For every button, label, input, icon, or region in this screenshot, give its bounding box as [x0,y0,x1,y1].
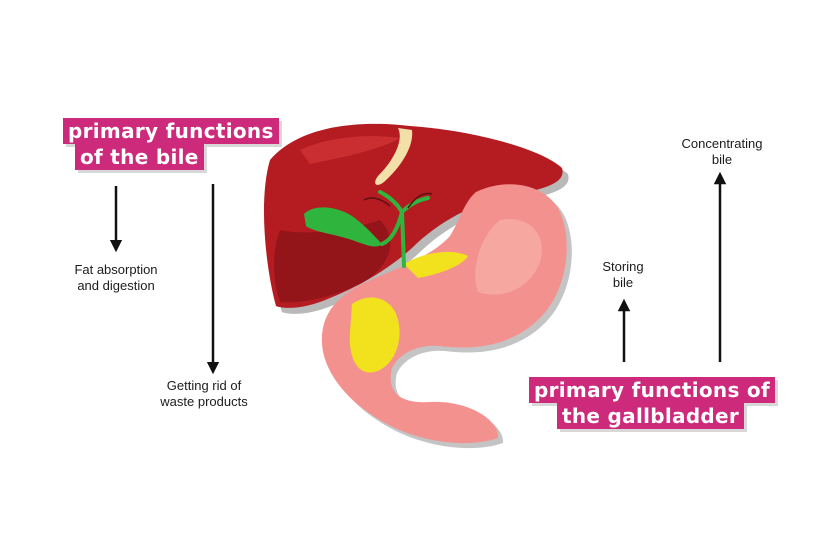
heading-bile-line1: primary functions [63,118,279,144]
heading-gallbladder-functions: primary functions of the gallbladder [529,377,775,429]
label-storing-line1: Storing [602,259,644,274]
label-fat-absorption: Fat absorption and digestion [62,262,170,294]
label-waste-products: Getting rid of waste products [150,378,258,410]
pancreas [349,297,400,373]
label-storing-line2: bile [612,275,634,290]
gallbladder [304,207,382,247]
label-concentrating-line2: bile [711,152,733,167]
pancreas-tail [404,251,468,278]
heading-gallbladder-line1: primary functions of [529,377,775,403]
heading-gallbladder-line2: the gallbladder [557,403,745,429]
hepatic-vessels [363,192,433,209]
stomach-highlight [475,219,542,295]
heading-bile-line2: of the bile [75,144,204,170]
label-fat-line1: Fat absorption [74,262,158,277]
label-concentrating-line1: Concentrating [681,136,763,151]
liver-highlight [300,136,400,164]
label-waste-line1: Getting rid of [166,378,242,393]
label-fat-line2: and digestion [77,278,155,293]
label-concentrating-bile: Concentrating bile [662,136,782,168]
falciform-ligament [375,128,413,185]
label-waste-line2: waste products [160,394,248,409]
bile-ducts [378,190,430,268]
heading-bile-functions: primary functions of the bile [63,118,279,170]
label-storing-bile: Storing bile [591,259,655,291]
